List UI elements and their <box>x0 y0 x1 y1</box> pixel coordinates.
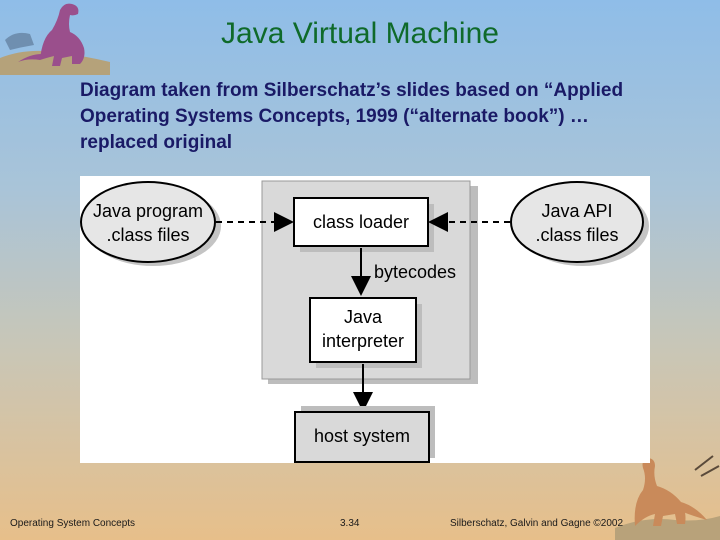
java-program-label-line1: Java program <box>93 201 203 221</box>
footer-copyright: Silberschatz, Galvin and Gagne ©2002 <box>450 518 624 529</box>
java-api-label-line1: Java API <box>541 201 612 221</box>
java-api-ellipse <box>510 181 644 263</box>
java-program-ellipse <box>80 181 216 263</box>
host-system-label: host system <box>314 426 410 446</box>
slide-title: Java Virtual Machine <box>221 17 499 50</box>
interpreter-label-line1: Java <box>344 307 383 327</box>
java-api-label-line2: .class files <box>535 225 618 245</box>
interpreter-label-line2: interpreter <box>322 331 404 351</box>
footer-page-number: 3.34 <box>340 518 360 529</box>
dinosaur-logo-bottom-right <box>615 455 720 540</box>
jvm-diagram: Java program .class files Java API .clas… <box>80 176 650 463</box>
java-program-label-line2: .class files <box>106 225 189 245</box>
host-system-box <box>294 411 430 463</box>
interpreter-box <box>309 297 417 363</box>
slide-description: Diagram taken from Silberschatz’s slides… <box>80 80 624 153</box>
bytecodes-label: bytecodes <box>374 262 456 282</box>
class-loader-label: class loader <box>313 212 409 232</box>
jvm-diagram-canvas: Java program .class files Java API .clas… <box>80 180 649 463</box>
footer-course-title: Operating System Concepts <box>10 518 136 529</box>
dinosaur-logo-top-left <box>0 3 110 75</box>
class-loader-box <box>293 197 429 247</box>
